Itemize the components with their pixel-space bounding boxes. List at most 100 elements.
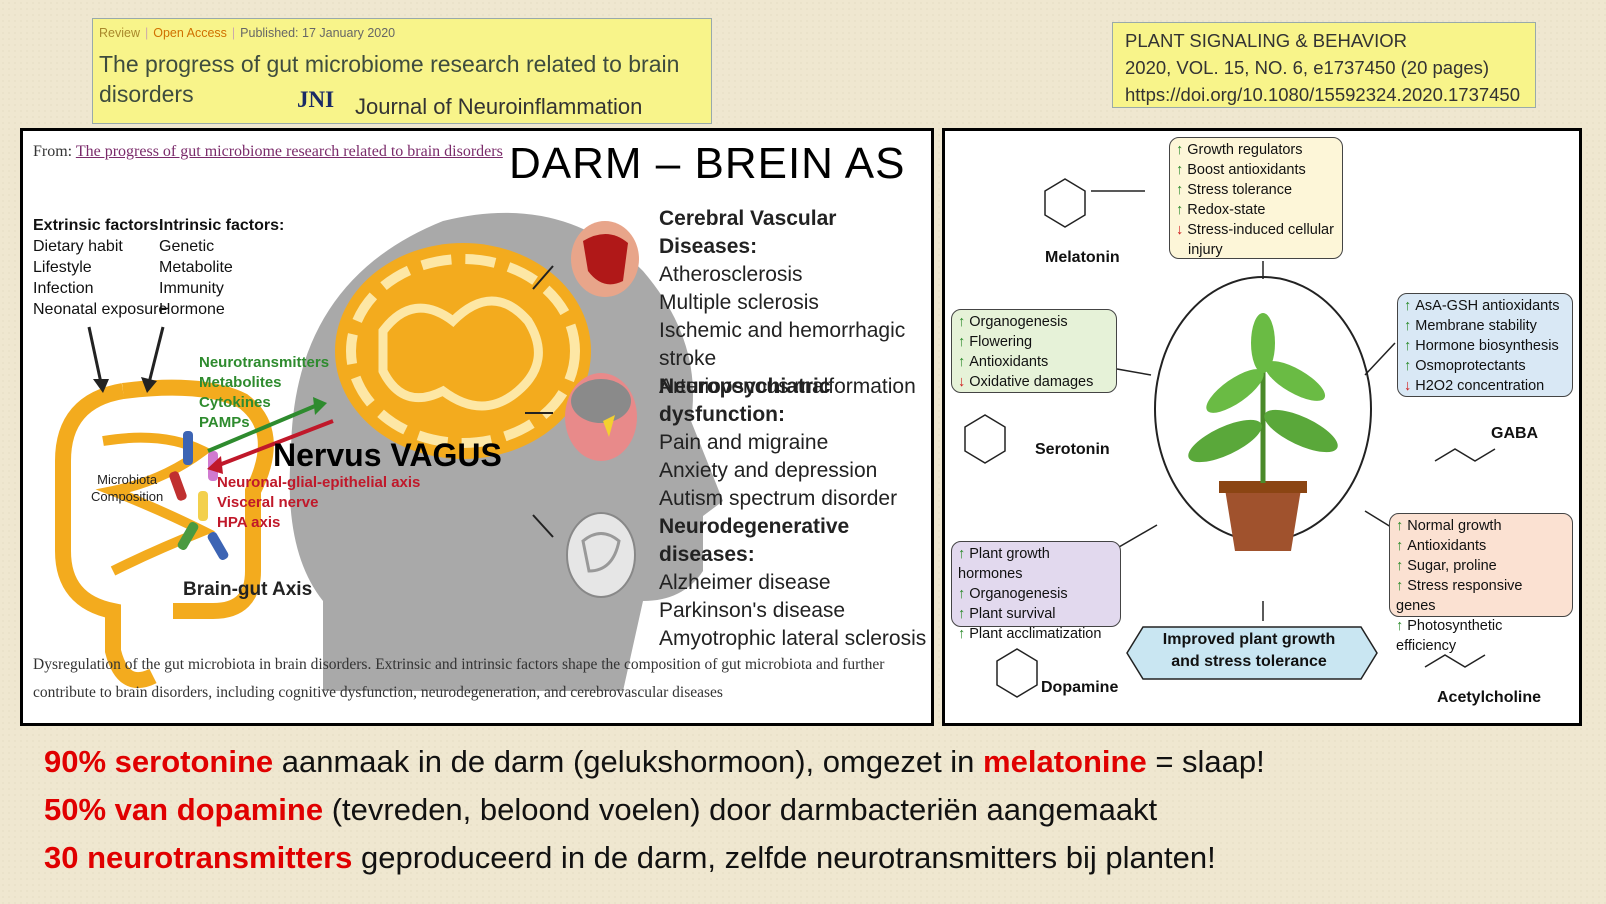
intrinsic-item: Metabolite <box>159 259 233 276</box>
up-arrow-icon: ↑ <box>1396 518 1404 534</box>
plant-paper-citation-box: PLANT SIGNALING & BEHAVIOR 2020, VOL. 15… <box>1112 22 1536 108</box>
effect-text: H2O2 concentration <box>1415 378 1545 394</box>
gaba-label: GABA <box>1491 425 1539 442</box>
up-arrow-icon: ↑ <box>1404 338 1412 354</box>
extrinsic-item: Lifestyle <box>33 259 92 276</box>
effect-text: Plant acclimatization <box>969 626 1102 642</box>
effect-text: Organogenesis <box>969 586 1068 602</box>
intrinsic-factors: Intrinsic factors: Genetic Metabolite Im… <box>159 215 284 320</box>
highlight: melatonine <box>983 744 1147 779</box>
gut-brain-illustration <box>55 212 723 691</box>
paper-citation-box: Review|Open Access|Published: 17 January… <box>92 18 712 124</box>
disease-item: Alzheimer disease <box>659 571 831 594</box>
effect-text: Oxidative damages <box>969 374 1094 390</box>
dopamine-effects-box: ↑Plant growth hormones ↑Organogenesis ↑P… <box>951 541 1121 642</box>
effect-row: ↓Oxidative damages <box>958 372 1110 392</box>
highlight: 50% van dopamine <box>44 792 324 827</box>
extrinsic-item: Dietary habit <box>33 238 123 255</box>
acetylcholine-label: Acetylcholine <box>1437 689 1542 706</box>
effect-text: Normal growth <box>1407 518 1502 534</box>
effect-text: Stress-induced cellular <box>1187 222 1334 238</box>
up-arrow-icon: ↑ <box>1404 358 1412 374</box>
gut-brain-axis-figure: From: The progress of gut microbiome res… <box>20 128 934 726</box>
signal-label: Neurotransmitters <box>199 354 330 371</box>
disease-group-title: Cerebral Vascular Diseases: <box>659 207 837 258</box>
neuropsychiatric-group: Neuropsychiatric dysfunction: Pain and m… <box>659 373 931 513</box>
effect-text: Osmoprotectants <box>1415 358 1526 374</box>
effect-row: ↑Antioxidants <box>958 352 1110 372</box>
effect-text: Boost antioxidants <box>1187 162 1306 178</box>
effect-row: ↑Stress tolerance <box>1176 180 1336 200</box>
effect-row: ↑Growth regulators <box>1176 140 1336 160</box>
effect-text: Plant growth hormones <box>958 546 1050 582</box>
up-arrow-icon: ↑ <box>958 546 966 562</box>
disease-item: Parkinson's disease <box>659 599 846 622</box>
paper-title: The progress of gut microbiome research … <box>99 51 680 107</box>
from-label: From: <box>33 143 73 160</box>
effect-row: ↑Organogenesis <box>958 312 1110 332</box>
microbiota-line: Microbiota <box>97 472 158 487</box>
acetylcholine-effects-box: ↑Normal growth ↑Antioxidants ↑Sugar, pro… <box>1389 513 1573 654</box>
fact-neurotransmitters: 30 neurotransmitters geproduceerd in de … <box>44 834 1265 882</box>
intrinsic-item: Genetic <box>159 238 215 255</box>
disease-item: Ischemic and hemorrhagic stroke <box>659 319 906 370</box>
effect-text: injury <box>1188 242 1223 258</box>
effect-text: Antioxidants <box>1407 538 1487 554</box>
disease-item: Amyotrophic lateral sclerosis <box>659 627 927 650</box>
citation-meta: Review|Open Access|Published: 17 January… <box>99 26 396 40</box>
effect-text: Growth regulators <box>1187 142 1303 158</box>
journal-name: Journal of Neuroinflammation <box>355 94 643 119</box>
from-line: From: The progress of gut microbiome res… <box>33 143 503 161</box>
effect-row: ↑Flowering <box>958 332 1110 352</box>
effect-row: ↑Hormone biosynthesis <box>1404 336 1566 356</box>
effect-text: Antioxidants <box>969 354 1049 370</box>
fact-text: = slaap! <box>1146 744 1265 779</box>
pathway-label: HPA axis <box>217 514 281 531</box>
effect-row: ↓Stress-induced cellular <box>1176 220 1336 240</box>
effect-text: Stress responsive genes <box>1396 578 1523 614</box>
effect-row: ↑Boost antioxidants <box>1176 160 1336 180</box>
effect-text: Flowering <box>969 334 1033 350</box>
fact-serotonin: 90% serotonine aanmaak in de darm (geluk… <box>44 738 1265 786</box>
gut-to-brain-signals: Neurotransmitters Metabolites Cytokines … <box>199 353 329 433</box>
effect-text: Photosynthetic efficiency <box>1396 618 1503 654</box>
disease-item: Arteriovenous malformation <box>659 375 916 398</box>
effect-row: injury <box>1176 240 1336 260</box>
up-arrow-icon: ↑ <box>1396 558 1404 574</box>
signal-label: Cytokines <box>199 394 271 411</box>
doi-link: https://doi.org/10.1080/15592324.2020.17… <box>1125 84 1521 105</box>
disease-group-title: Neurodegenerative diseases: <box>659 515 850 566</box>
effect-row: ↑Redox-state <box>1176 200 1336 220</box>
disease-item: Atherosclerosis <box>659 263 803 286</box>
figure-caption: Dysregulation of the gut microbiota in b… <box>33 656 885 701</box>
down-arrow-icon: ↓ <box>1176 222 1184 238</box>
extrinsic-factors: Extrinsic factors: Dietary habit Lifesty… <box>33 215 167 320</box>
intrinsic-item: Hormone <box>159 301 225 318</box>
disease-item: Pain and migraine <box>659 431 829 454</box>
effect-row: ↑Plant acclimatization <box>958 624 1114 644</box>
source-link[interactable]: The progress of gut microbiome research … <box>75 143 503 160</box>
up-arrow-icon: ↑ <box>958 334 966 350</box>
effect-text: Redox-state <box>1187 202 1266 218</box>
down-arrow-icon: ↓ <box>1404 378 1412 394</box>
effect-row: ↑Plant growth hormones <box>958 544 1114 584</box>
published-date: Published: 17 January 2020 <box>240 26 396 40</box>
microbiota-line: Composition <box>91 489 164 504</box>
effect-text: AsA-GSH antioxidants <box>1415 298 1560 314</box>
extrinsic-item: Infection <box>33 280 94 297</box>
gaba-effects-box: ↑ AsA-GSH antioxidants ↑Membrane stabilit… <box>1397 293 1573 397</box>
signal-label: Metabolites <box>199 374 282 391</box>
effect-row: ↑Membrane stability <box>1404 316 1566 336</box>
fact-text: (tevreden, beloond voelen) door darmbact… <box>323 792 1158 827</box>
up-arrow-icon: ↑ <box>958 606 966 622</box>
neurodegenerative-group: Neurodegenerative diseases: Alzheimer di… <box>659 513 931 653</box>
serotonin-effects-box: ↑Organogenesis ↑Flowering ↑Antioxidants … <box>951 309 1117 393</box>
improved-growth-label: Improved plant growth and stress toleran… <box>1125 623 1373 681</box>
up-arrow-icon: ↑ <box>1396 538 1404 554</box>
fact-dopamine: 50% van dopamine (tevreden, beloond voel… <box>44 786 1265 834</box>
extrinsic-item: Neonatal exposure <box>33 301 168 318</box>
improved-line: Improved plant growth <box>1162 631 1336 648</box>
effect-row: ↓H2O2 concentration <box>1404 376 1566 396</box>
plant-neurotransmitter-figure: ↑Growth regulators ↑Boost antioxidants ↑… <box>942 128 1582 726</box>
effect-row: ↑Normal growth <box>1396 516 1566 536</box>
